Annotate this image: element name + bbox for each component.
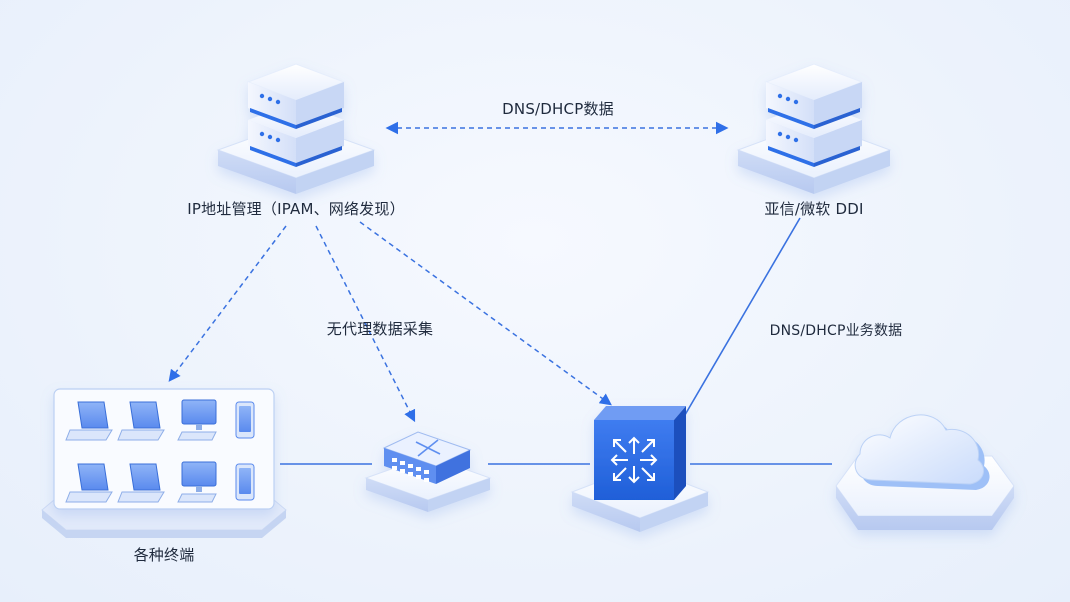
terminals-node [41,388,287,538]
laptop-icon [117,401,165,441]
dns-dhcp-data-label: DNS/DHCP数据 [502,100,614,118]
cloud-icon [854,414,990,490]
terminals-label: 各种终端 [133,546,195,564]
edge-ddi-to-switch [681,217,801,421]
phone-icon [235,463,255,501]
edge-agentless-collection [315,225,416,423]
probe-node [364,431,492,512]
phone-icon [235,401,255,439]
laptop-icon [117,463,165,503]
laptop-icon [65,401,113,441]
switch-arrows-icon [610,436,658,484]
edge-ipam-to-terminals [168,225,287,382]
ipam-label: IP地址管理（IPAM、网络发现） [187,200,405,218]
laptop-icon [65,463,113,503]
edge-ipam-to-switch [359,221,612,406]
arrows-cross-icon [415,439,441,457]
ddi-server-node [736,63,892,194]
desktop-icon [177,399,217,441]
ipam-server-node [216,63,376,194]
agentless-collection-label: 无代理数据采集 [326,320,434,338]
cloud-node [835,414,1015,530]
dns-dhcp-business-label: DNS/DHCP业务数据 [769,323,903,339]
core-switch-node [570,406,710,532]
desktop-icon [177,461,217,503]
ddi-label: 亚信/微软 DDI [764,200,864,218]
